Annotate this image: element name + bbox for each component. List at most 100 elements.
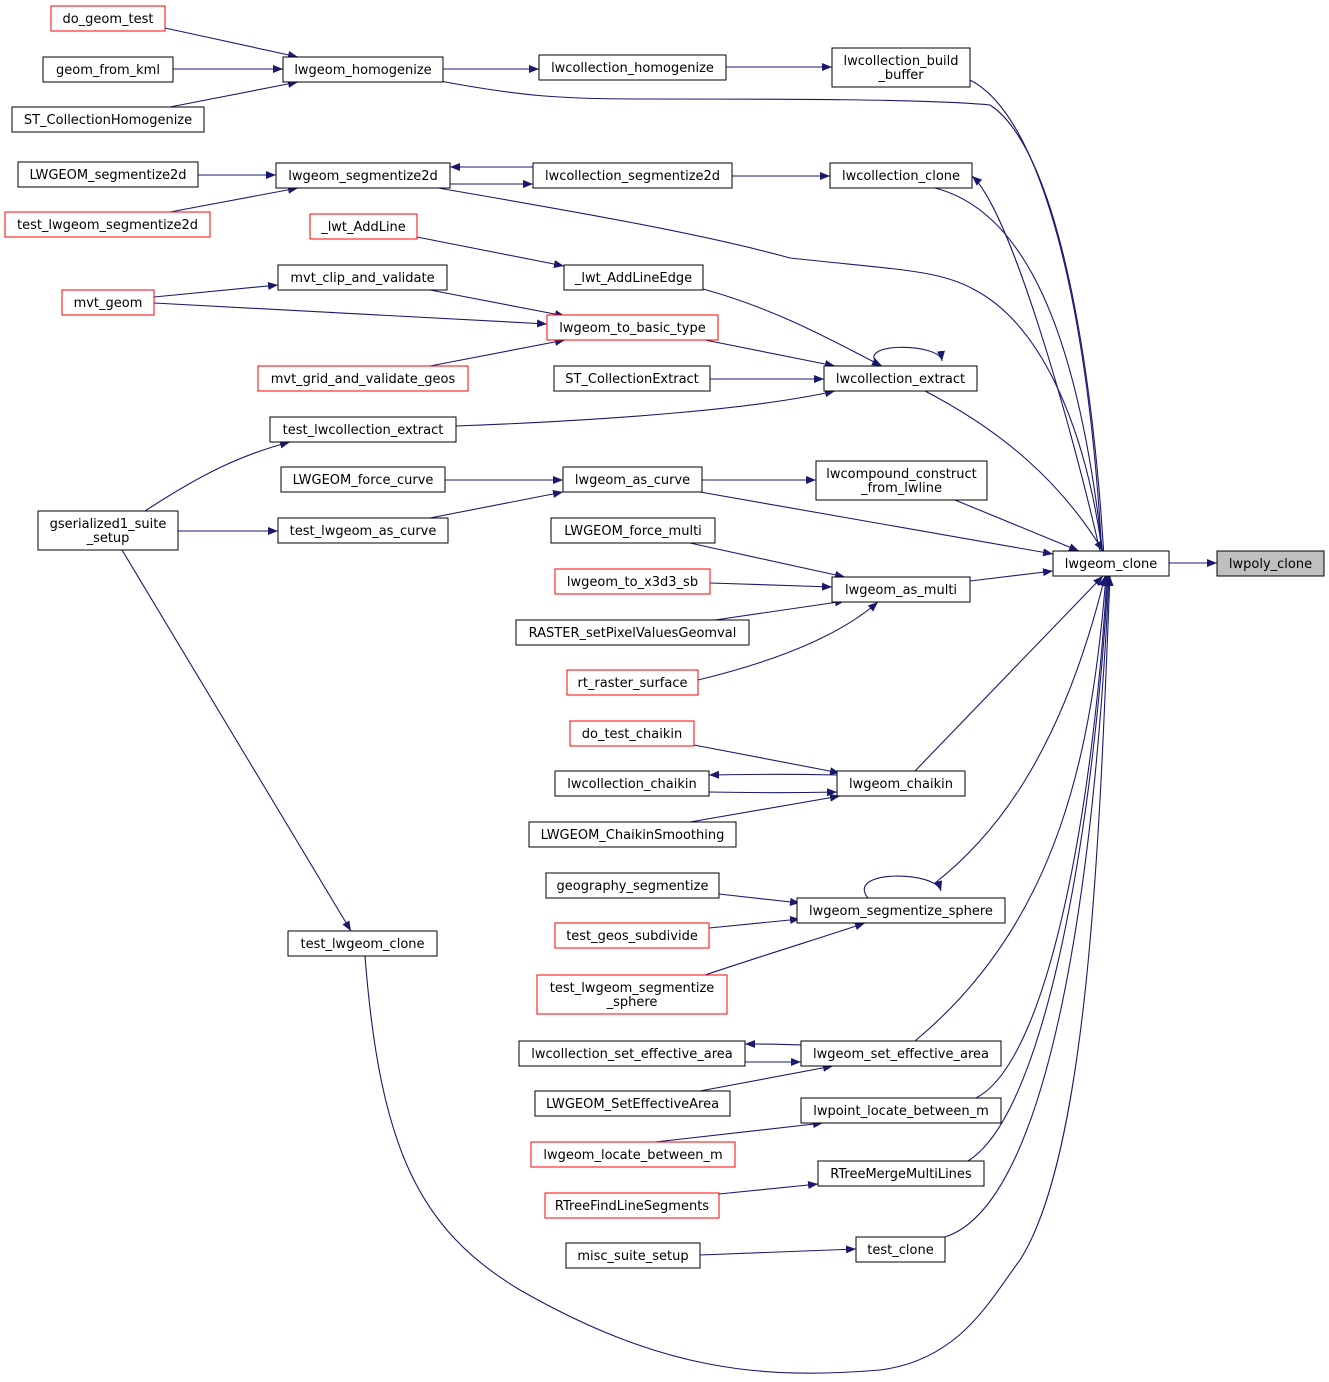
node-RTreeFindLineSegments[interactable]: RTreeFindLineSegments [544,1192,720,1219]
node-lwcollection_homogenize[interactable]: lwcollection_homogenize [538,54,727,81]
edge-lwgeom_segmentize2d-to-lwgeom_clone [437,187,1108,577]
node-label: LWGEOM_force_multi [564,524,702,539]
node-lwgeom_set_effective_area[interactable]: lwgeom_set_effective_area [800,1040,1002,1067]
node-LWGEOM_force_multi[interactable]: LWGEOM_force_multi [550,517,716,544]
node-LWGEOM_SetEffectiveArea[interactable]: LWGEOM_SetEffectiveArea [534,1090,731,1117]
edge-rt_raster_surface-to-lwgeom_as_multi [697,601,879,681]
node-geom_from_kml[interactable]: geom_from_kml [42,56,174,83]
node-box [569,720,695,747]
edge-lwgeom_chaikin-to-lwgeom_clone [914,575,1104,772]
edge-test_lwcollection_extract-to-lwcollection_extract [455,389,836,427]
node-label: lwpoly_clone [1229,557,1312,572]
node-lwcollection_extract[interactable]: lwcollection_extract [823,365,978,392]
node-label: test_lwgeom_as_curve [290,524,437,539]
node-lwgeom_homogenize[interactable]: lwgeom_homogenize [282,56,444,83]
node-box [37,510,179,551]
node-label: test_geos_subdivide [566,929,698,944]
edge-lwcollection_build_buffer-to-lwgeom_clone [969,79,1107,577]
node-label: lwcollection_homogenize [551,61,714,76]
node-lwcollection_clone[interactable]: lwcollection_clone [829,162,973,189]
edge-ST_CollectionHomogenize-to-lwgeom_homogenize [169,79,299,108]
node-test_lwgeom_segmentize_sphere[interactable]: test_lwgeom_segmentize_sphere [536,974,728,1015]
node-lwcompound_construct_from_lwline[interactable]: lwcompound_construct_from_lwline [815,460,988,501]
node-geography_segmentize[interactable]: geography_segmentize [545,872,720,899]
node-do_geom_test[interactable]: do_geom_test [50,5,166,32]
edge-lwgeom_as_curve-to-lwgeom_clone [699,491,1054,557]
node-label: lwcollection_clone [842,169,960,184]
node-lwgeom_as_curve[interactable]: lwgeom_as_curve [562,466,703,493]
node-box [275,162,451,189]
node-lwgeom_to_basic_type[interactable]: lwgeom_to_basic_type [546,314,719,341]
node-label: test_lwgeom_segmentize2d [17,218,198,233]
node-label: lwcollection_extract [836,372,965,387]
node-label: lwcollection_set_effective_area [531,1047,732,1062]
node-RTreeMergeMultiLines[interactable]: RTreeMergeMultiLines [817,1160,985,1187]
node-label: lwcompound_construct [826,467,976,482]
node-test_lwgeom_as_curve[interactable]: test_lwgeom_as_curve [277,517,449,544]
node-do_test_chaikin[interactable]: do_test_chaikin [569,720,695,747]
node-lwpoint_locate_between_m[interactable]: lwpoint_locate_between_m [800,1097,1002,1124]
node-lwcollection_set_effective_area[interactable]: lwcollection_set_effective_area [518,1040,746,1067]
node-mvt_geom[interactable]: mvt_geom [61,289,155,316]
node-lwcollection_chaikin[interactable]: lwcollection_chaikin [554,770,710,797]
node-ST_CollectionExtract[interactable]: ST_CollectionExtract [553,365,711,392]
node-label: LWGEOM_ChaikinSmoothing [541,828,725,843]
node-lwgeom_to_x3d3_sb[interactable]: lwgeom_to_x3d3_sb [554,568,711,595]
node-test_lwcollection_extract[interactable]: test_lwcollection_extract [269,416,457,443]
node-test_geos_subdivide[interactable]: test_geos_subdivide [554,922,710,949]
node-lwcollection_build_buffer[interactable]: lwcollection_build_buffer [831,47,971,88]
node-lwcollection_segmentize2d[interactable]: lwcollection_segmentize2d [532,162,733,189]
node-box [277,264,448,291]
node-label: test_lwgeom_segmentize [550,981,715,996]
node-lwgeom_locate_between_m[interactable]: lwgeom_locate_between_m [530,1141,736,1168]
node-test_clone[interactable]: test_clone [855,1236,946,1263]
edge-do_test_chaikin-to-lwgeom_chaikin [693,744,841,776]
node-ST_CollectionHomogenize[interactable]: ST_CollectionHomogenize [11,106,205,133]
node-box [257,365,469,392]
node-box [800,1040,1002,1067]
node-box [1052,550,1170,577]
node-LWGEOM_ChaikinSmoothing[interactable]: LWGEOM_ChaikinSmoothing [528,821,737,848]
node-box [545,872,720,899]
node-box [280,466,446,493]
node-lwgeom_as_multi[interactable]: lwgeom_as_multi [831,576,971,603]
node-LWGEOM_segmentize2d[interactable]: LWGEOM_segmentize2d [17,161,199,188]
node-lwgeom_segmentize2d[interactable]: lwgeom_segmentize2d [275,162,451,189]
node-box [528,821,737,848]
node-box [530,1141,736,1168]
edge-test_geos_subdivide-to-lwgeom_segmentize_sphere [708,916,801,929]
node-misc_suite_setup[interactable]: misc_suite_setup [565,1242,701,1269]
node-lwt_AddLineEdge[interactable]: _lwt_AddLineEdge [563,264,704,291]
node-lwpoly_clone[interactable]: lwpoly_clone [1216,550,1325,577]
node-gserialized1_suite_setup[interactable]: gserialized1_suite_setup [37,510,179,551]
node-label: ST_CollectionHomogenize [24,113,192,128]
node-label: lwgeom_locate_between_m [543,1148,722,1163]
node-mvt_grid_and_validate_geos[interactable]: mvt_grid_and_validate_geos [257,365,469,392]
node-mvt_clip_and_validate[interactable]: mvt_clip_and_validate [277,264,448,291]
node-RASTER_setPixelValuesGeomval[interactable]: RASTER_setPixelValuesGeomval [515,619,750,646]
edge-LWGEOM_ChaikinSmoothing-to-lwgeom_chaikin [689,793,841,823]
node-lwt_AddLine[interactable]: _lwt_AddLine [309,213,418,240]
node-label: _setup [86,531,130,546]
node-lwgeom_chaikin[interactable]: lwgeom_chaikin [836,770,966,797]
node-label: LWGEOM_SetEffectiveArea [546,1097,719,1112]
node-box [277,517,449,544]
node-LWGEOM_force_curve[interactable]: LWGEOM_force_curve [280,466,446,493]
edge-lwt_AddLineEdge-to-lwcollection_extract [702,288,883,367]
node-lwgeom_segmentize_sphere[interactable]: lwgeom_segmentize_sphere [796,897,1006,924]
node-test_lwgeom_segmentize2d[interactable]: test_lwgeom_segmentize2d [4,211,211,238]
node-lwgeom_clone[interactable]: lwgeom_clone [1052,550,1170,577]
node-box [831,576,971,603]
edges-layer [121,27,1217,1374]
node-box [287,930,438,957]
node-label: gserialized1_suite [50,517,167,532]
node-label: test_lwcollection_extract [283,423,444,438]
node-box [565,1242,701,1269]
nodes-layer: lwpoly_clone lwgeom_clone lwcollection_bui… [4,5,1325,1269]
node-box [538,54,727,81]
node-rt_raster_surface[interactable]: rt_raster_surface [566,669,699,696]
node-box [823,365,978,392]
node-test_lwgeom_clone[interactable]: test_lwgeom_clone [287,930,438,957]
edge-misc_suite_setup-to-test_clone [699,1245,857,1256]
